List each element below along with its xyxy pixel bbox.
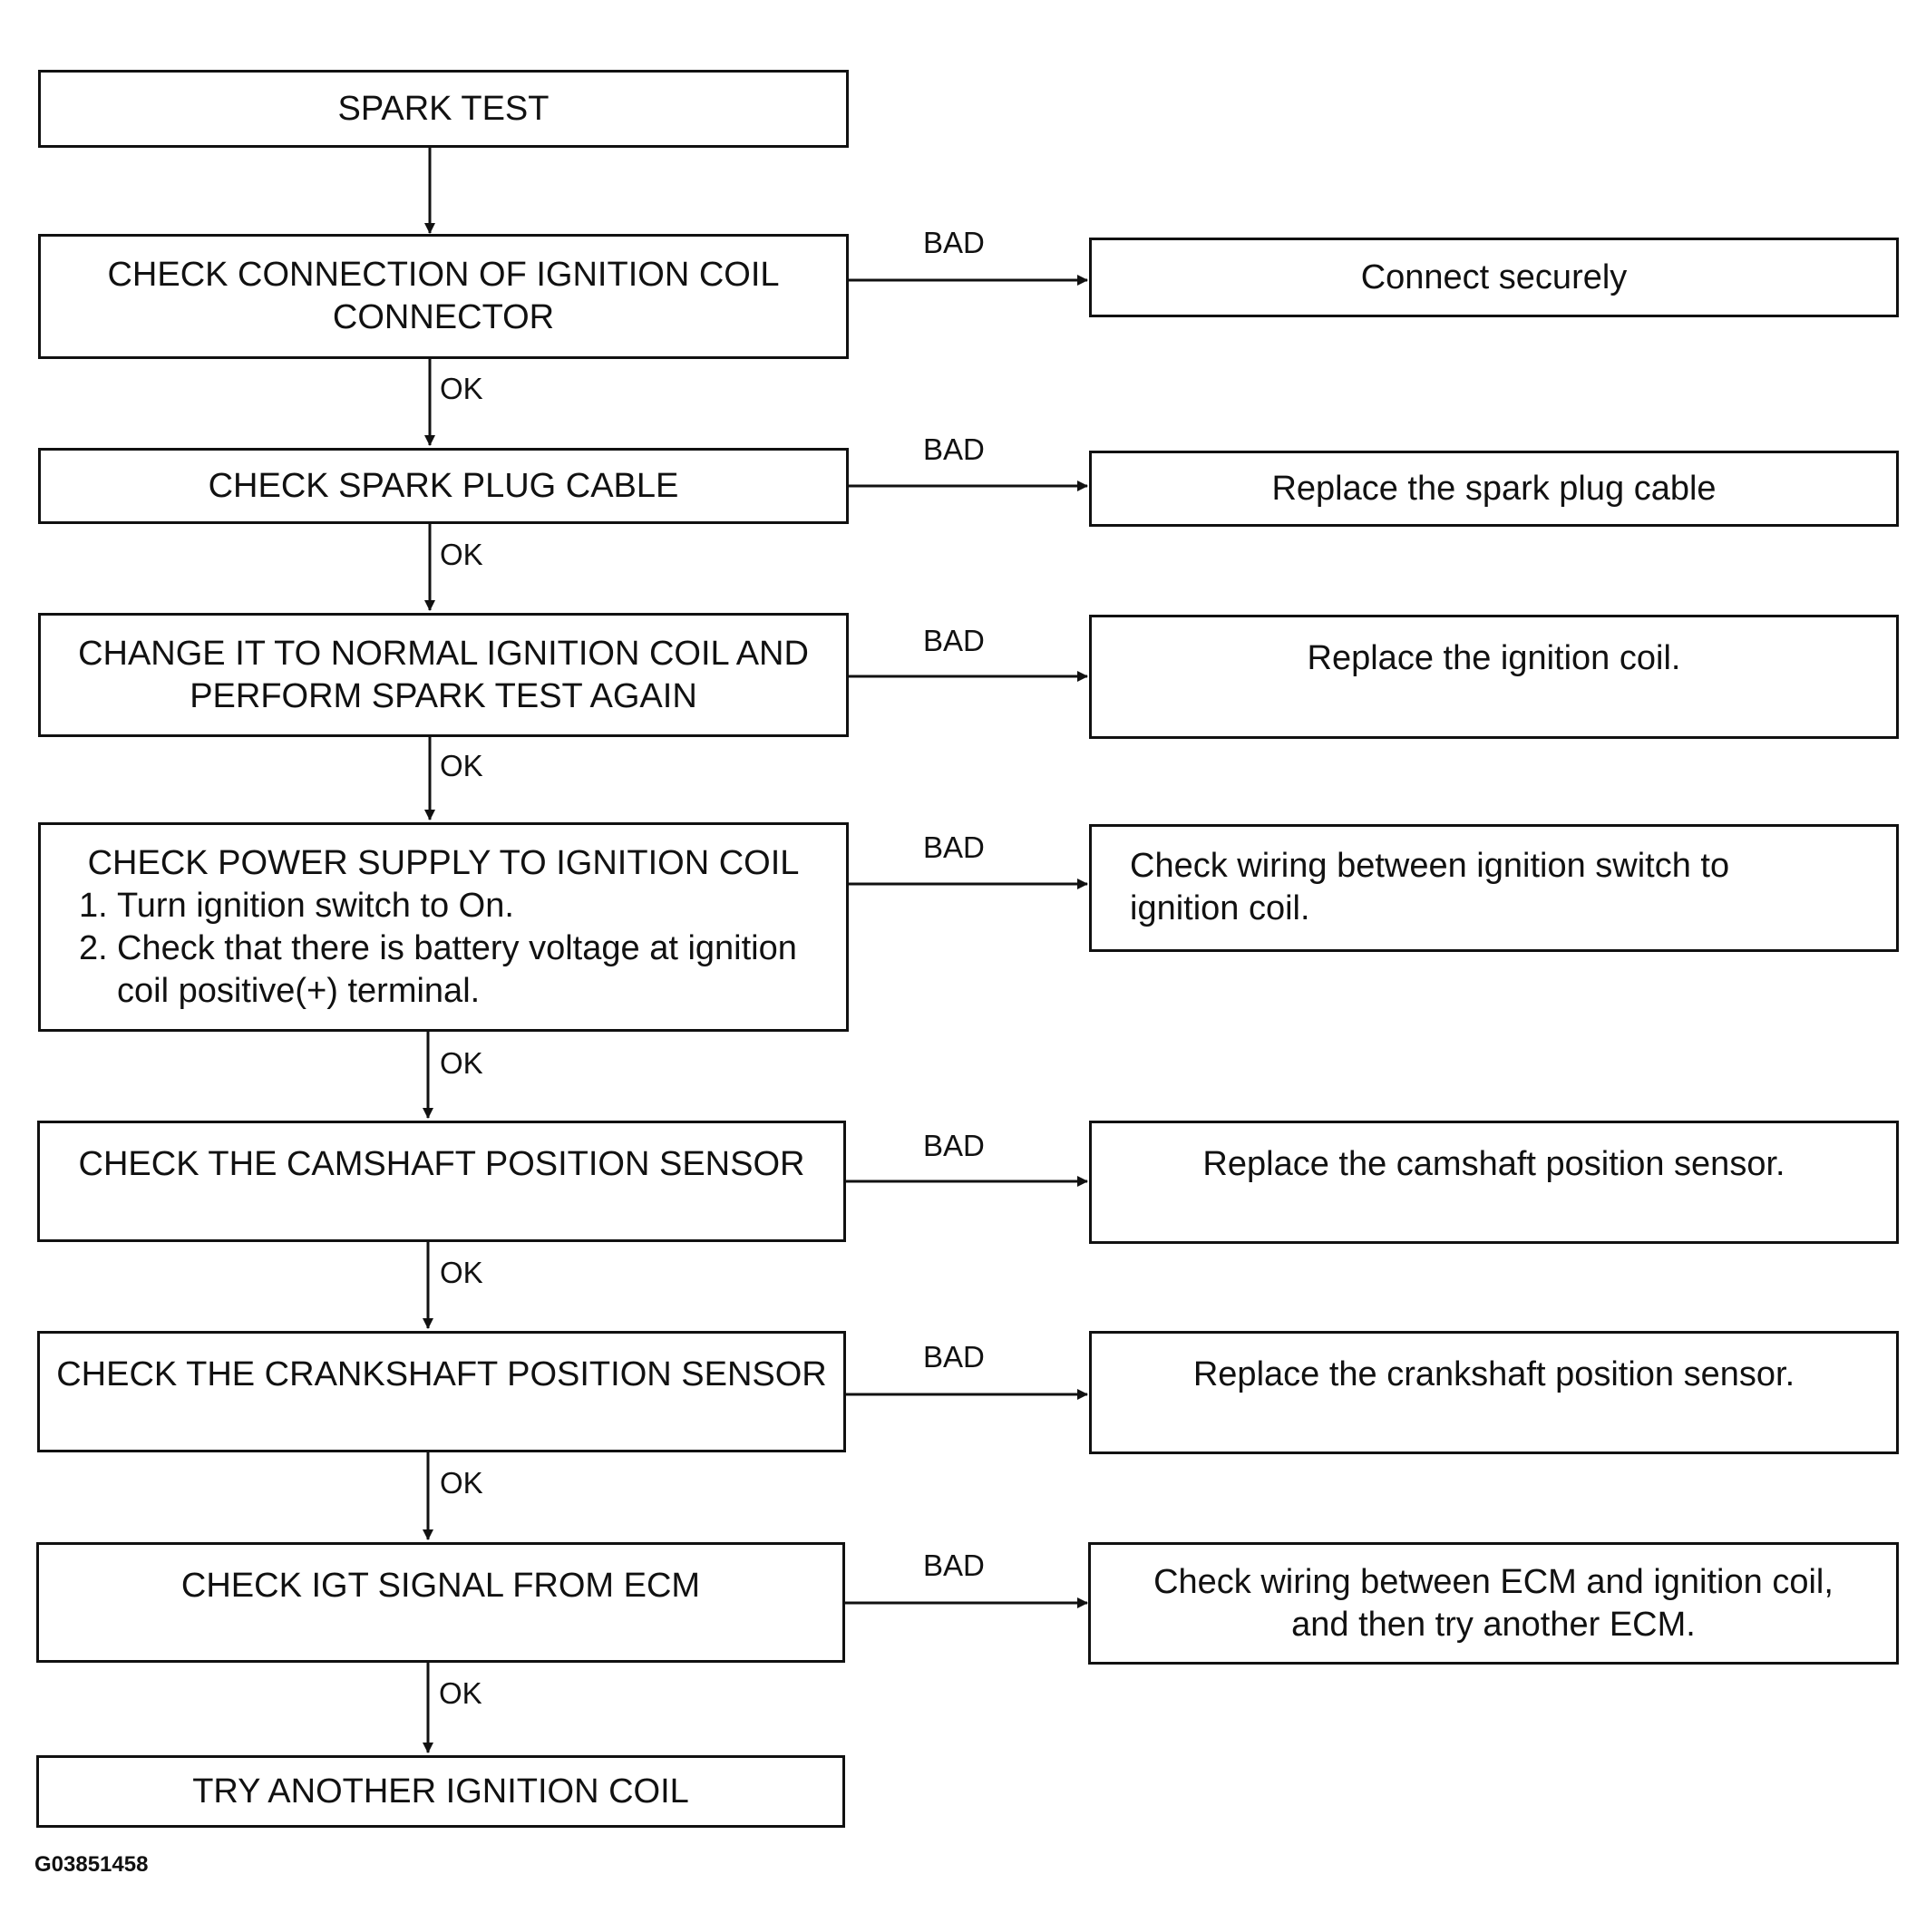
remedy-replace-crank-text: Replace the crankshaft position sensor. — [1192, 1355, 1795, 1393]
step-camshaft: CHECK THE CAMSHAFT POSITION SENSOR — [37, 1121, 846, 1242]
ok-label-4: OK — [440, 1046, 483, 1080]
remedy-wiring-switch-line2: ignition coil. — [1130, 889, 1310, 927]
remedy-replace-coil-text: Replace the ignition coil. — [1307, 639, 1681, 677]
step-power-supply-item-2-text: Check that there is battery voltage at i… — [117, 928, 797, 967]
ok-label-2: OK — [440, 538, 483, 571]
remedy-replace-cam-text: Replace the camshaft position sensor. — [1202, 1145, 1785, 1183]
step-crankshaft: CHECK THE CRANKSHAFT POSITION SENSOR — [37, 1331, 846, 1452]
remedy-replace-cable: Replace the spark plug cable — [1089, 451, 1899, 527]
step-normal-coil-line2: PERFORM SPARK TEST AGAIN — [190, 676, 697, 715]
remedy-connect-text: Connect securely — [1360, 257, 1628, 296]
step-crankshaft-text: CHECK THE CRANKSHAFT POSITION SENSOR — [56, 1355, 827, 1393]
step-igt-signal-text: CHECK IGT SIGNAL FROM ECM — [180, 1567, 701, 1605]
remedy-wiring-ecm: Check wiring between ECM and ignition co… — [1088, 1542, 1899, 1665]
step-normal-coil: CHANGE IT TO NORMAL IGNITION COIL AND PE… — [38, 613, 849, 737]
step-plug-cable: CHECK SPARK PLUG CABLE — [38, 448, 849, 524]
remedy-wiring-switch: Check wiring between ignition switch to … — [1089, 824, 1899, 952]
ok-label-1: OK — [440, 372, 483, 405]
remedy-wiring-switch-line1: Check wiring between ignition switch to — [1130, 847, 1730, 885]
bad-label-1: BAD — [923, 226, 985, 259]
remedy-replace-coil: Replace the ignition coil. — [1089, 615, 1899, 739]
remedy-wiring-ecm-line1: Check wiring between ECM and ignition co… — [1153, 1562, 1834, 1601]
step-another-coil: TRY ANOTHER IGNITION COIL — [36, 1755, 845, 1828]
step-coil-connector-line2: CONNECTOR — [332, 298, 555, 336]
step-power-supply: CHECK POWER SUPPLY TO IGNITION COIL 1.Tu… — [38, 822, 849, 1032]
ok-label-6: OK — [440, 1466, 483, 1500]
step-power-supply-item-2-cont: coil positive(+) terminal. — [117, 971, 481, 1010]
step-power-supply-item-1: 1.Turn ignition switch to On. — [41, 885, 846, 927]
ok-label-7: OK — [439, 1676, 482, 1710]
figure-id: G03851458 — [34, 1852, 149, 1877]
step-spark-test: SPARK TEST — [38, 70, 849, 148]
bad-label-6: BAD — [923, 1340, 985, 1374]
step-coil-connector-line1: CHECK CONNECTION OF IGNITION COIL — [107, 256, 780, 294]
step-normal-coil-line1: CHANGE IT TO NORMAL IGNITION COIL AND — [78, 634, 809, 673]
remedy-connect: Connect securely — [1089, 238, 1899, 317]
step-power-supply-title: CHECK POWER SUPPLY TO IGNITION COIL — [87, 843, 800, 882]
step-coil-connector: CHECK CONNECTION OF IGNITION COIL CONNEC… — [38, 234, 849, 359]
step-power-supply-item-2: 2.Check that there is battery voltage at… — [41, 927, 846, 970]
remedy-replace-cable-text: Replace the spark plug cable — [1271, 469, 1717, 508]
step-spark-test-text: SPARK TEST — [337, 89, 550, 128]
bad-label-3: BAD — [923, 624, 985, 657]
step-power-supply-item-1-num: 1. — [79, 886, 108, 925]
step-power-supply-item-2-num: 2. — [79, 928, 108, 967]
ok-label-3: OK — [440, 749, 483, 782]
step-power-supply-item-1-text: Turn ignition switch to On. — [117, 886, 514, 925]
step-plug-cable-text: CHECK SPARK PLUG CABLE — [208, 466, 679, 505]
remedy-replace-cam: Replace the camshaft position sensor. — [1089, 1121, 1899, 1244]
step-camshaft-text: CHECK THE CAMSHAFT POSITION SENSOR — [78, 1145, 805, 1183]
remedy-replace-crank: Replace the crankshaft position sensor. — [1089, 1331, 1899, 1454]
bad-label-4: BAD — [923, 830, 985, 864]
step-igt-signal: CHECK IGT SIGNAL FROM ECM — [36, 1542, 845, 1663]
remedy-wiring-ecm-line2: and then try another ECM. — [1291, 1605, 1696, 1644]
bad-label-5: BAD — [923, 1129, 985, 1162]
bad-label-2: BAD — [923, 432, 985, 466]
ok-label-5: OK — [440, 1256, 483, 1289]
bad-label-7: BAD — [923, 1549, 985, 1582]
step-another-coil-text: TRY ANOTHER IGNITION COIL — [192, 1772, 689, 1811]
